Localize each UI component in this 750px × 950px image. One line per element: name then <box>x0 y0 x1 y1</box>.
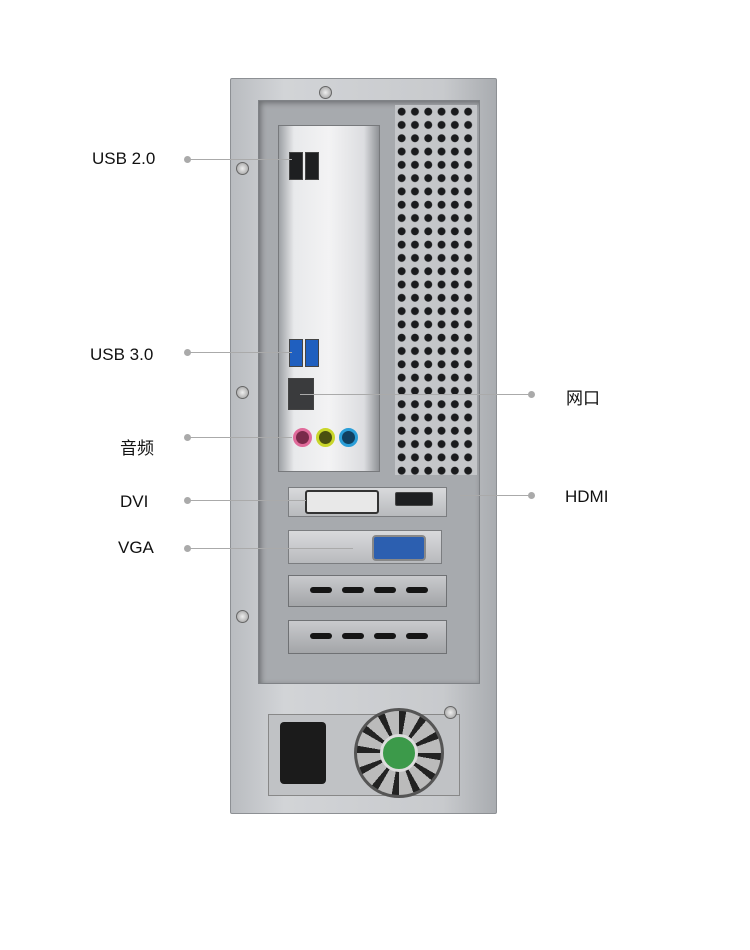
label-vga: VGA <box>118 538 154 557</box>
callout-dot <box>184 349 191 356</box>
callout-dot <box>528 391 535 398</box>
callout-line <box>188 548 353 549</box>
screw-icon <box>319 86 332 99</box>
label-lan: 网口 <box>566 389 600 408</box>
dvi-port <box>305 490 379 514</box>
ventilation-grille <box>395 105 477 475</box>
screw-icon <box>236 162 249 175</box>
io-shield <box>278 125 380 472</box>
usb3-port <box>305 339 319 367</box>
callout-line <box>460 495 530 496</box>
usb3-port <box>289 339 303 367</box>
audio-jack-lime <box>316 428 335 447</box>
power-socket <box>280 722 326 784</box>
callout-dot <box>184 497 191 504</box>
callout-dot <box>184 545 191 552</box>
label-dvi: DVI <box>120 492 149 511</box>
callout-line <box>188 159 292 160</box>
screw-icon <box>444 706 457 719</box>
label-usb3: USB 3.0 <box>90 345 154 364</box>
audio-jack-blue <box>339 428 358 447</box>
callout-line <box>188 352 292 353</box>
label-hdmi: HDMI <box>565 487 609 506</box>
usb2-port <box>289 152 303 180</box>
callout-dot <box>184 156 191 163</box>
screw-icon <box>236 386 249 399</box>
callout-line <box>300 394 530 395</box>
usb2-port <box>305 152 319 180</box>
audio-jack-pink <box>293 428 312 447</box>
label-usb2: USB 2.0 <box>92 149 156 168</box>
label-audio: 音频 <box>120 439 154 458</box>
hdmi-port <box>395 492 433 506</box>
screw-icon <box>236 610 249 623</box>
callout-dot <box>184 434 191 441</box>
vga-port <box>372 535 426 561</box>
callout-line <box>188 437 292 438</box>
callout-dot <box>528 492 535 499</box>
fan-hub <box>380 734 418 772</box>
callout-line <box>188 500 306 501</box>
